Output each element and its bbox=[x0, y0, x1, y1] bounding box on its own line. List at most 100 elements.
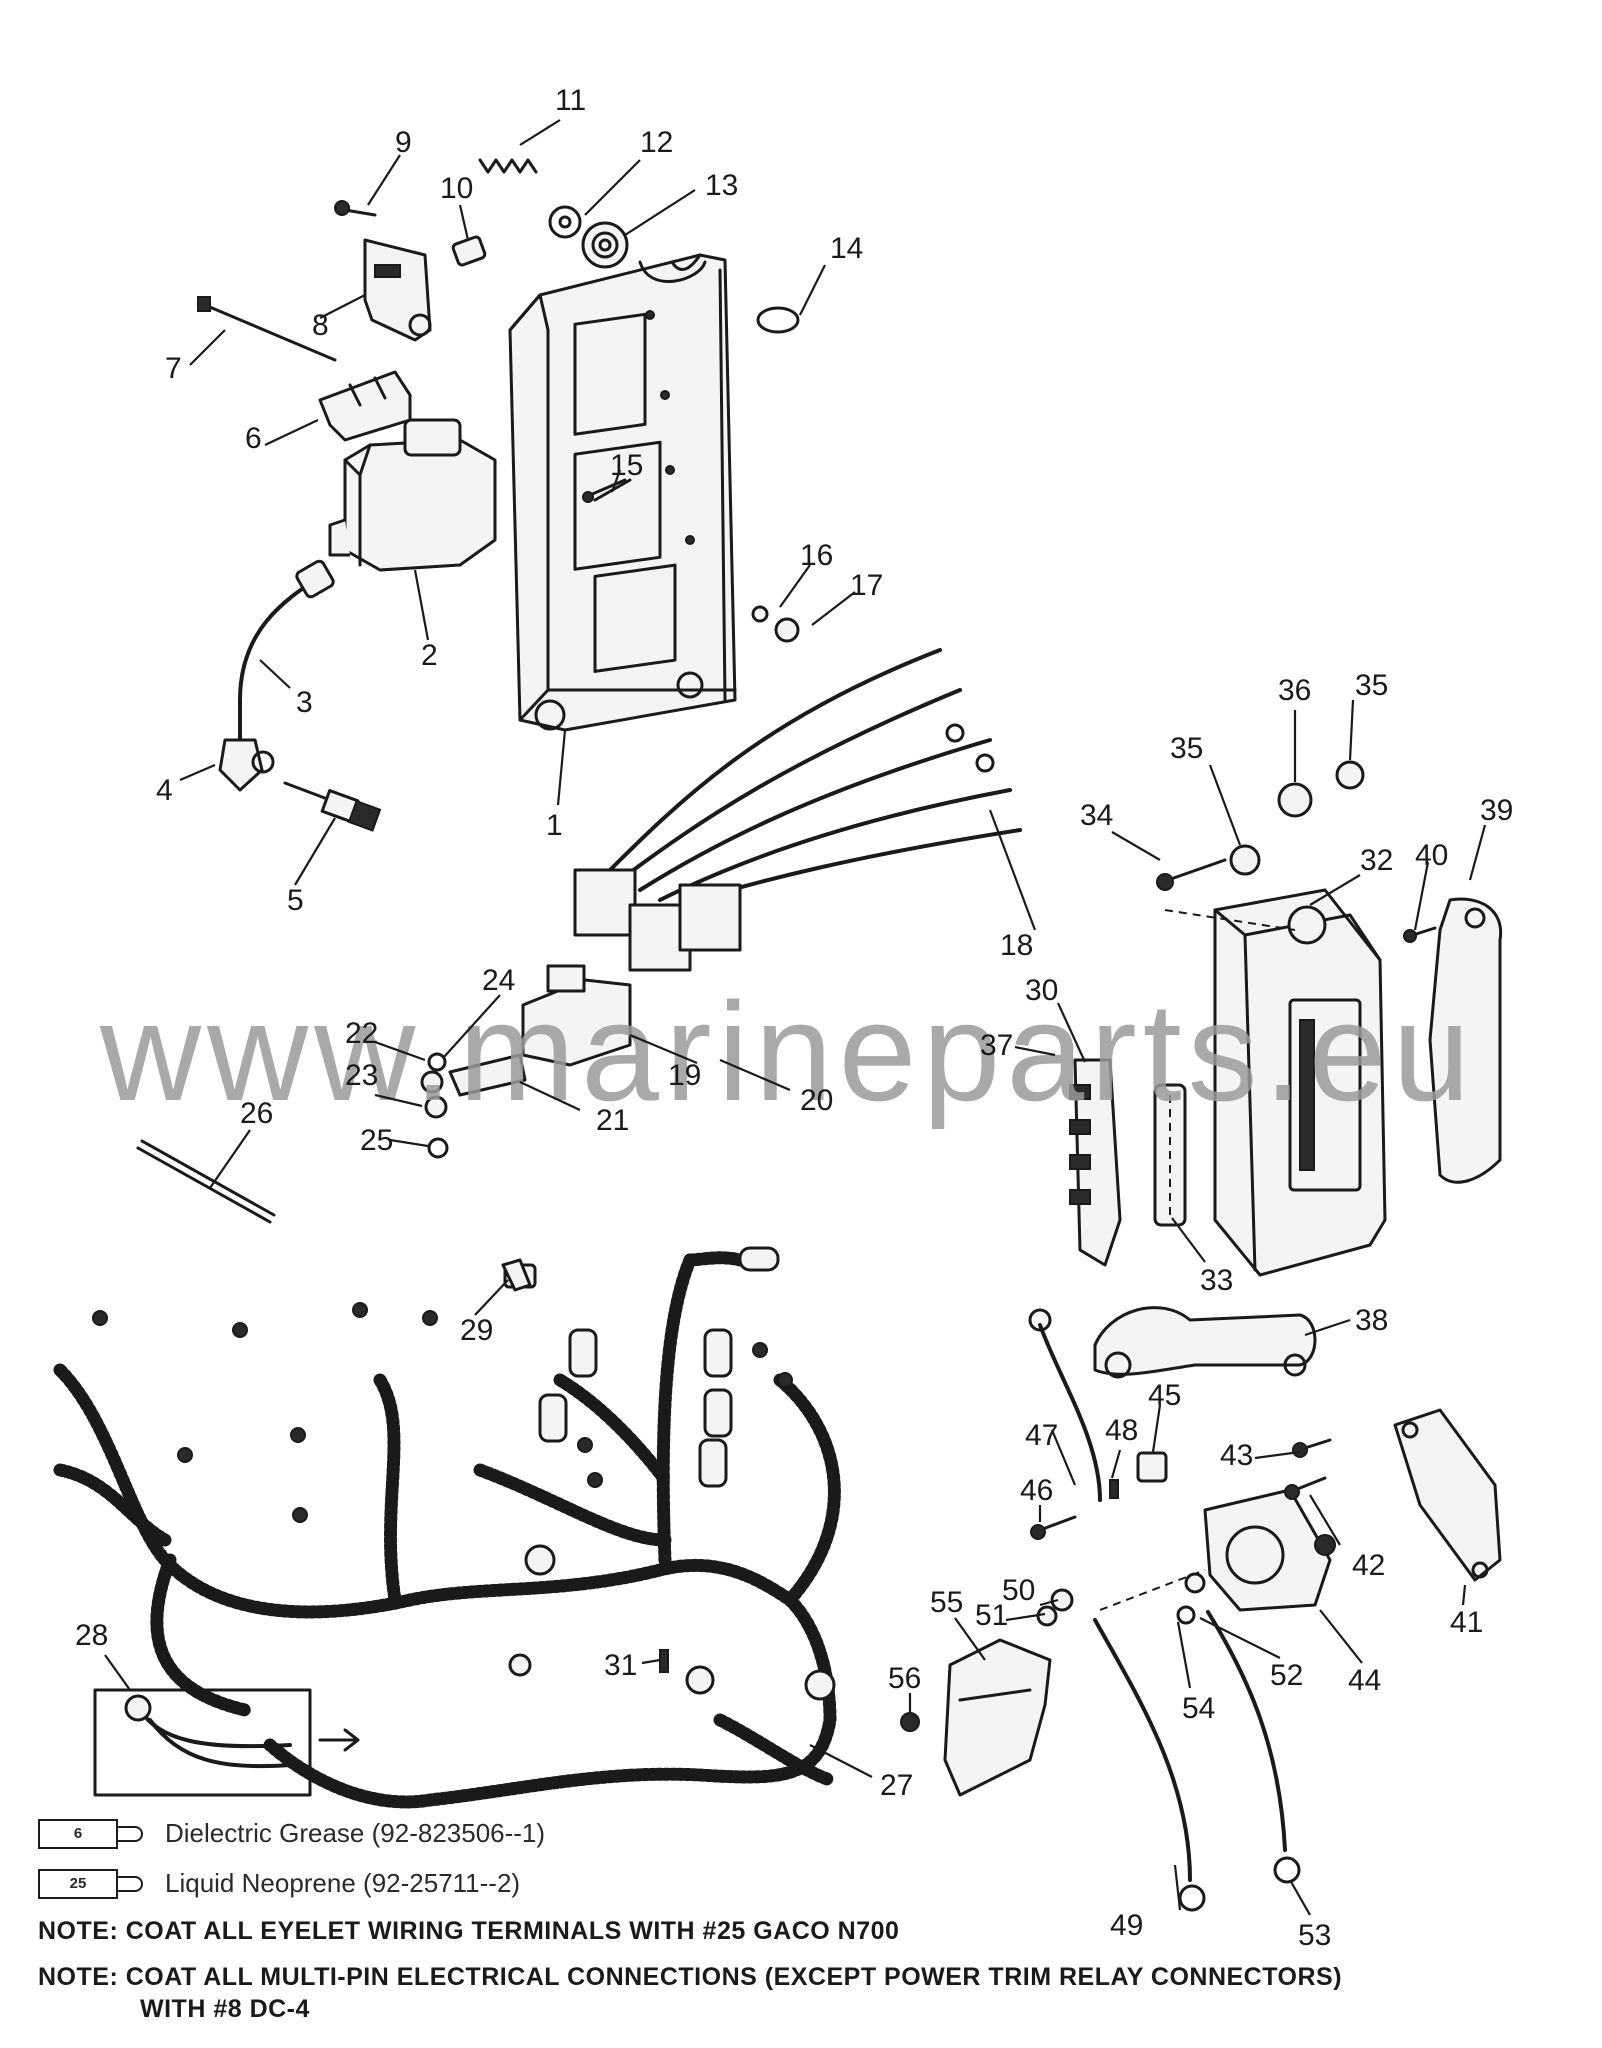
callout-18: 18 bbox=[1000, 929, 1033, 962]
legend-row-2: 25 Liquid Neoprene (92-25711--2) bbox=[38, 1868, 520, 1899]
main-engine-harness bbox=[53, 1251, 841, 1809]
connector-8 bbox=[363, 238, 432, 342]
grommet-13 bbox=[581, 221, 629, 269]
callout-2: 2 bbox=[421, 639, 438, 672]
callout-36: 36 bbox=[1278, 674, 1311, 707]
callout-48: 48 bbox=[1105, 1414, 1138, 1447]
callout-37: 37 bbox=[980, 1029, 1013, 1062]
legend-text: Liquid Neoprene (92-25711--2) bbox=[165, 1868, 521, 1898]
callout-7: 7 bbox=[165, 352, 182, 385]
callout-40: 40 bbox=[1415, 839, 1448, 872]
starter-solenoid-44 bbox=[1203, 1488, 1336, 1612]
fastener-31 bbox=[659, 1649, 669, 1673]
note-multi-pin-connections: NOTE: COAT ALL MULTI-PIN ELECTRICAL CONN… bbox=[38, 1963, 1343, 1991]
callout-23: 23 bbox=[345, 1059, 378, 1092]
callout-43: 43 bbox=[1220, 1439, 1253, 1472]
callout-55: 55 bbox=[930, 1586, 963, 1619]
callout-4: 4 bbox=[156, 774, 173, 807]
callout-29: 29 bbox=[460, 1314, 493, 1347]
callout-16: 16 bbox=[800, 539, 833, 572]
callout-14: 14 bbox=[830, 232, 863, 265]
tube-code: 25 bbox=[38, 1868, 118, 1899]
bracket-21 bbox=[448, 1053, 527, 1097]
callout-27: 27 bbox=[880, 1769, 913, 1802]
callout-10: 10 bbox=[440, 172, 473, 205]
callout-3: 3 bbox=[296, 686, 313, 719]
small-hardware-42-56 bbox=[900, 1438, 1332, 1732]
callout-11: 11 bbox=[555, 84, 586, 117]
callout-41: 41 bbox=[1450, 1606, 1483, 1639]
bolt-7 bbox=[197, 296, 337, 362]
callout-38: 38 bbox=[1355, 1304, 1388, 1337]
ecm-small-hardware bbox=[1156, 760, 1437, 943]
callout-34: 34 bbox=[1080, 799, 1113, 832]
washer-14 bbox=[756, 306, 800, 334]
harness-clamp-38 bbox=[1093, 1306, 1317, 1379]
callout-15: 15 bbox=[610, 449, 643, 482]
callout-39: 39 bbox=[1480, 794, 1513, 827]
coil-wire-and-boot bbox=[218, 559, 335, 792]
callout-17: 17 bbox=[850, 569, 883, 602]
callout-42: 42 bbox=[1352, 1549, 1385, 1582]
callout-19: 19 bbox=[668, 1059, 701, 1092]
callout-26: 26 bbox=[240, 1097, 273, 1130]
callout-56: 56 bbox=[888, 1662, 921, 1695]
terminal-block-33 bbox=[1153, 1083, 1187, 1227]
callout-47: 47 bbox=[1025, 1419, 1058, 1452]
cable-tie-26 bbox=[136, 1139, 276, 1224]
resistor-10 bbox=[451, 235, 487, 267]
relay-19 bbox=[521, 964, 632, 1067]
callout-labels: 1 2 3 4 5 6 7 8 9 10 11 12 13 14 15 16 1… bbox=[75, 84, 1513, 1952]
callout-8: 8 bbox=[312, 309, 329, 342]
callout-32: 32 bbox=[1360, 844, 1393, 877]
callout-50: 50 bbox=[1002, 1574, 1035, 1607]
note-multi-pin-continued: WITH #8 DC-4 bbox=[140, 1995, 310, 2023]
callout-49: 49 bbox=[1110, 1909, 1143, 1942]
coil-bracket-6 bbox=[318, 370, 412, 442]
small-parts-22-25 bbox=[420, 1052, 449, 1159]
tube-tip bbox=[116, 1875, 143, 1892]
plug-30 bbox=[1069, 1058, 1122, 1267]
watermark-text: www.marineparts.eu bbox=[99, 973, 1476, 1130]
tube-tip bbox=[116, 1825, 143, 1842]
callout-45: 45 bbox=[1148, 1379, 1181, 1412]
callout-1: 1 bbox=[546, 809, 563, 842]
callout-52: 52 bbox=[1270, 1659, 1303, 1692]
callout-12: 12 bbox=[640, 126, 673, 159]
callout-53: 53 bbox=[1298, 1919, 1331, 1952]
callout-44: 44 bbox=[1348, 1664, 1381, 1697]
callout-6: 6 bbox=[245, 422, 262, 455]
callout-35a: 35 bbox=[1170, 732, 1203, 765]
washer-16-nut-17 bbox=[751, 605, 800, 643]
clip-29 bbox=[501, 1258, 532, 1292]
leader-lines bbox=[104, 119, 1487, 1916]
legend-text: Dielectric Grease (92-823506--1) bbox=[165, 1818, 546, 1848]
callout-35b: 35 bbox=[1355, 669, 1388, 702]
relay-mount-55 bbox=[943, 1638, 1052, 1797]
callout-33: 33 bbox=[1200, 1264, 1233, 1297]
battery-cables bbox=[1028, 1308, 1301, 1912]
callout-54: 54 bbox=[1182, 1692, 1215, 1725]
ecm-module bbox=[1213, 888, 1387, 1277]
callout-22: 22 bbox=[345, 1017, 378, 1050]
screw-9 bbox=[334, 200, 377, 217]
spring-11 bbox=[478, 158, 538, 174]
callout-25: 25 bbox=[360, 1124, 393, 1157]
ecm-bracket-39 bbox=[1428, 897, 1503, 1184]
legend-row-1: 6 Dielectric Grease (92-823506--1) bbox=[38, 1818, 545, 1849]
callout-28: 28 bbox=[75, 1619, 108, 1652]
tube-code: 6 bbox=[38, 1818, 118, 1849]
mounting-plate bbox=[508, 253, 737, 732]
callout-46: 46 bbox=[1020, 1474, 1053, 1507]
tube-icon: 6 bbox=[38, 1818, 143, 1849]
callout-51: 51 bbox=[975, 1599, 1008, 1632]
callout-24: 24 bbox=[482, 964, 515, 997]
screw-15 bbox=[582, 478, 627, 503]
relay-cover-41 bbox=[1393, 1408, 1502, 1582]
callout-5: 5 bbox=[287, 884, 304, 917]
note-eyelet-terminals: NOTE: COAT ALL EYELET WIRING TERMINALS W… bbox=[38, 1917, 900, 1945]
callout-31: 31 bbox=[604, 1649, 637, 1682]
harness-connectors bbox=[92, 1246, 836, 1701]
tube-icon: 25 bbox=[38, 1868, 143, 1899]
